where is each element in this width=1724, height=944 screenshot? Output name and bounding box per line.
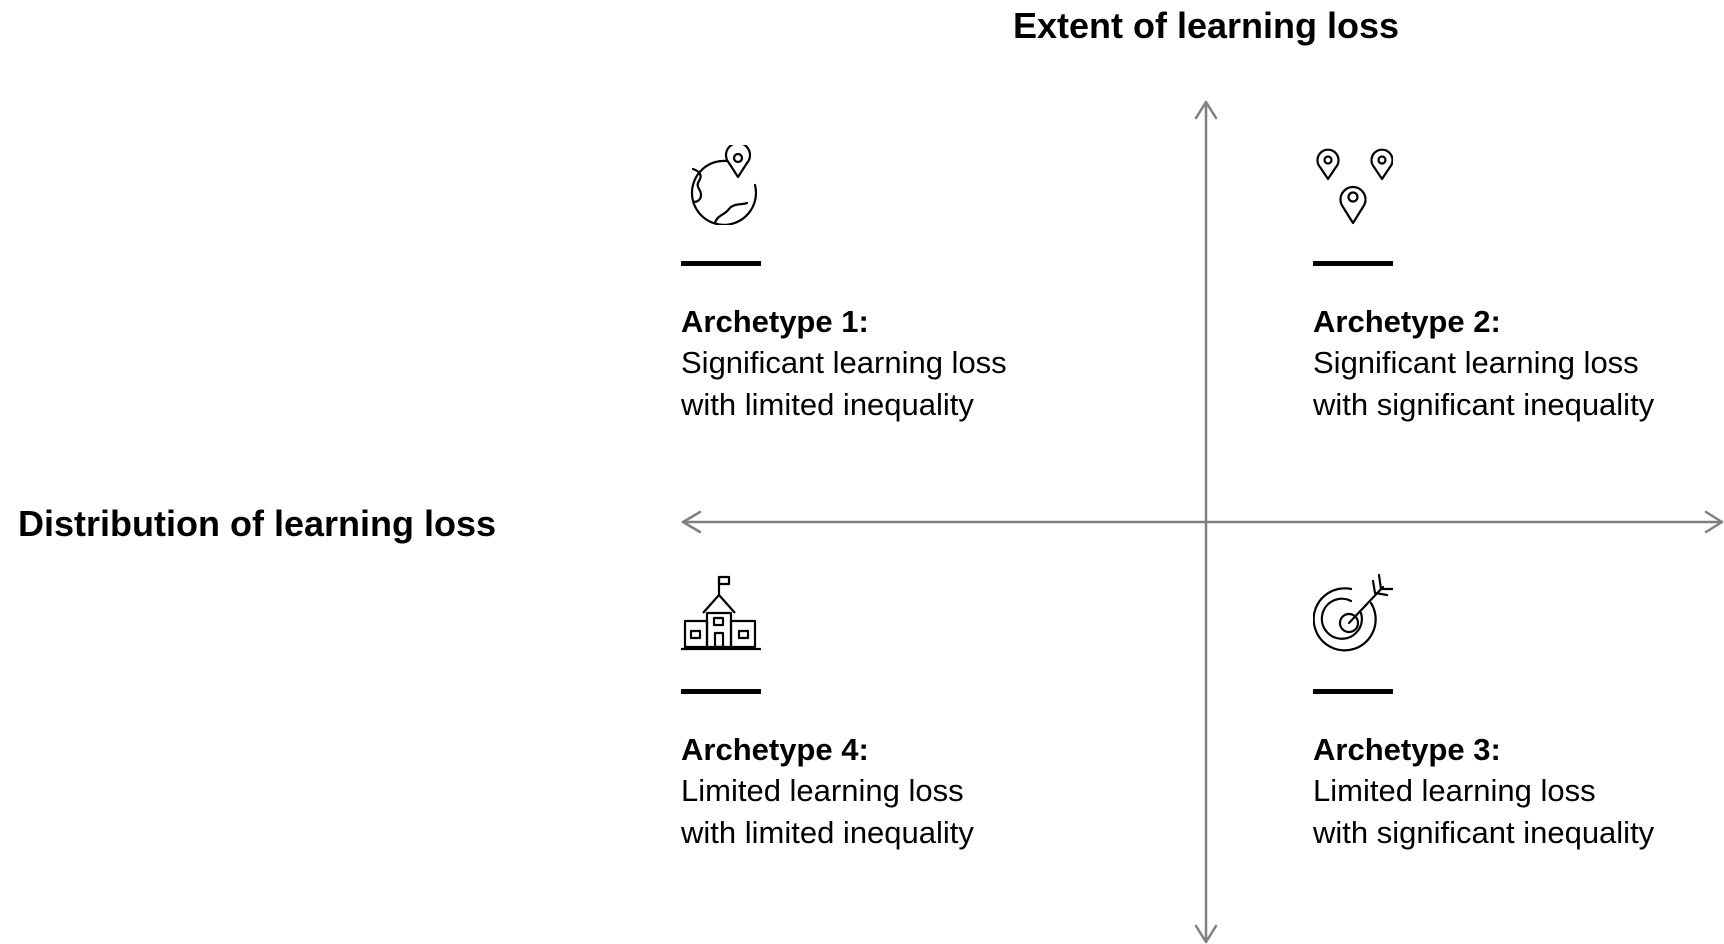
divider [681,261,761,266]
vertical-axis-title: Extent of learning loss [1012,5,1400,46]
description-line: with limited inequality [681,387,974,422]
archetype-description: Significant learning loss with significa… [1313,342,1654,426]
horizontal-axis-left-arrow [681,510,702,534]
archetype-description: Significant learning loss with limited i… [681,342,1007,426]
map-pins-icon [1313,145,1393,225]
description-line: with limited inequality [681,815,974,850]
vertical-axis-top-arrow [1194,100,1218,120]
target-arrow-icon [1313,573,1393,653]
archetype-heading: Archetype 1: [681,304,869,339]
horizontal-axis-title: Distribution of learning loss [18,503,497,544]
school-icon [681,573,761,653]
description-line: Significant learning loss [681,345,1007,380]
description-line: Significant learning loss [1313,345,1639,380]
archetype-heading: Archetype 3: [1313,732,1501,767]
divider [1313,261,1393,266]
archetype-description: Limited learning loss with significant i… [1313,770,1654,854]
description-line: Limited learning loss [681,773,964,808]
divider [1313,689,1393,694]
archetype-description: Limited learning loss with limited inequ… [681,770,974,854]
divider [681,689,761,694]
archetype-heading: Archetype 4: [681,732,869,767]
description-line: Limited learning loss [1313,773,1596,808]
description-line: with significant inequality [1313,387,1655,422]
vertical-axis-bottom-arrow [1194,924,1218,944]
archetype-heading: Archetype 2: [1313,304,1501,339]
description-line: with significant inequality [1313,815,1655,850]
globe-pin-icon [681,145,761,225]
horizontal-axis-right-arrow [1704,510,1724,534]
